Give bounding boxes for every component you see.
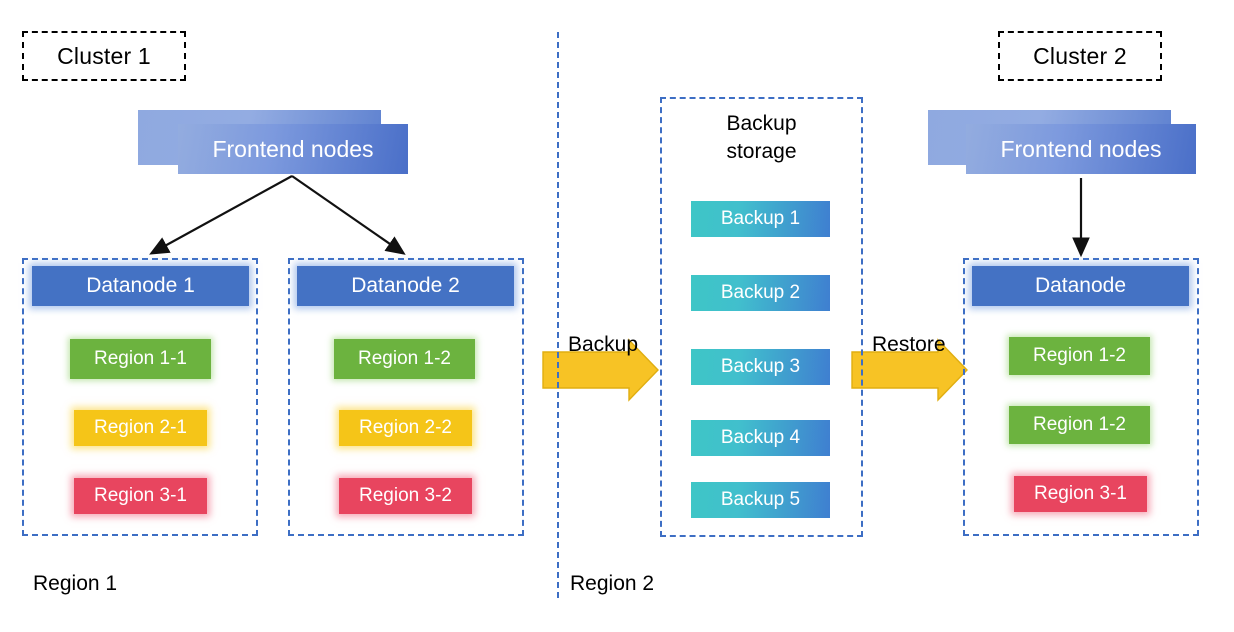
datanode-3-header[interactable]: Datanode [972, 266, 1189, 306]
connector-frontend-to-datanode1 [149, 175, 293, 255]
connector-frontend-to-datanode2 [291, 175, 406, 255]
region-1-caption-text: Region 1 [33, 572, 118, 595]
region-chip[interactable]: Region 1-1 [70, 339, 211, 379]
region-chip-label: Region 1-1 [94, 348, 187, 369]
backup-item-label: Backup 2 [720, 282, 801, 303]
region-chip-label: Region 3-1 [94, 485, 187, 506]
region-chip-label: Region 3-2 [359, 485, 452, 506]
datanode-2-title: Datanode 2 [351, 274, 460, 297]
datanode-2-container [288, 258, 524, 536]
datanode-1-header[interactable]: Datanode 1 [32, 266, 249, 306]
backup-item-label: Backup 4 [720, 427, 801, 448]
region-chip-label: Region 1-2 [1033, 414, 1126, 435]
cluster-1-label-box: Cluster 1 [22, 31, 186, 81]
region-divider [557, 32, 559, 598]
region-chip[interactable]: Region 1-2 [1009, 406, 1150, 444]
backup-item[interactable]: Backup 4 [691, 420, 830, 456]
region-chip-label: Region 2-1 [94, 417, 187, 438]
region-chip[interactable]: Region 1-2 [1009, 337, 1150, 375]
backup-storage-title: Backup storage [660, 110, 863, 166]
region-chip-label: Region 1-2 [1033, 345, 1126, 366]
datanode-3-container [963, 258, 1199, 536]
datanode-2-header[interactable]: Datanode 2 [297, 266, 514, 306]
restore-arrow-label: Restore [872, 333, 946, 357]
datanode-1-container [22, 258, 258, 536]
region-chip-label: Region 3-1 [1034, 483, 1127, 504]
backup-item[interactable]: Backup 3 [691, 349, 830, 385]
region-2-caption-text: Region 2 [570, 572, 655, 595]
region-chip[interactable]: Region 2-1 [74, 410, 207, 446]
cluster-2-label-box: Cluster 2 [998, 31, 1162, 81]
backup-item-label: Backup 3 [720, 356, 801, 377]
frontend-nodes-left-label: Frontend nodes [212, 135, 374, 162]
backup-item[interactable]: Backup 5 [691, 482, 830, 518]
backup-storage-title-line1: Backup [726, 112, 797, 135]
backup-item-label: Backup 5 [720, 489, 801, 510]
backup-arrow-label: Backup [568, 333, 638, 357]
backup-storage-container [660, 97, 863, 537]
backup-storage-title-line2: storage [726, 140, 797, 163]
region-chip[interactable]: Region 3-1 [1014, 476, 1147, 512]
region-chip-label: Region 1-2 [358, 348, 451, 369]
region-chip-label: Region 2-2 [359, 417, 452, 438]
restore-arrow-label-text: Restore [872, 333, 946, 356]
cluster-1-label: Cluster 1 [57, 42, 151, 69]
frontend-nodes-right-label: Frontend nodes [1000, 135, 1162, 162]
region-chip[interactable]: Region 2-2 [339, 410, 472, 446]
region-2-caption: Region 2 [570, 572, 654, 596]
datanode-1-title: Datanode 1 [86, 274, 195, 297]
datanode-3-title: Datanode [1034, 274, 1127, 297]
cluster-2-label: Cluster 2 [1033, 42, 1127, 69]
backup-item-label: Backup 1 [720, 208, 801, 229]
region-chip[interactable]: Region 3-2 [339, 478, 472, 514]
backup-arrow-label-text: Backup [568, 333, 639, 356]
frontend-nodes-right[interactable]: Frontend nodes [966, 124, 1196, 174]
region-chip[interactable]: Region 3-1 [74, 478, 207, 514]
frontend-nodes-left[interactable]: Frontend nodes [178, 124, 408, 174]
region-1-caption: Region 1 [33, 572, 117, 596]
backup-item[interactable]: Backup 1 [691, 201, 830, 237]
region-chip[interactable]: Region 1-2 [334, 339, 475, 379]
backup-item[interactable]: Backup 2 [691, 275, 830, 311]
